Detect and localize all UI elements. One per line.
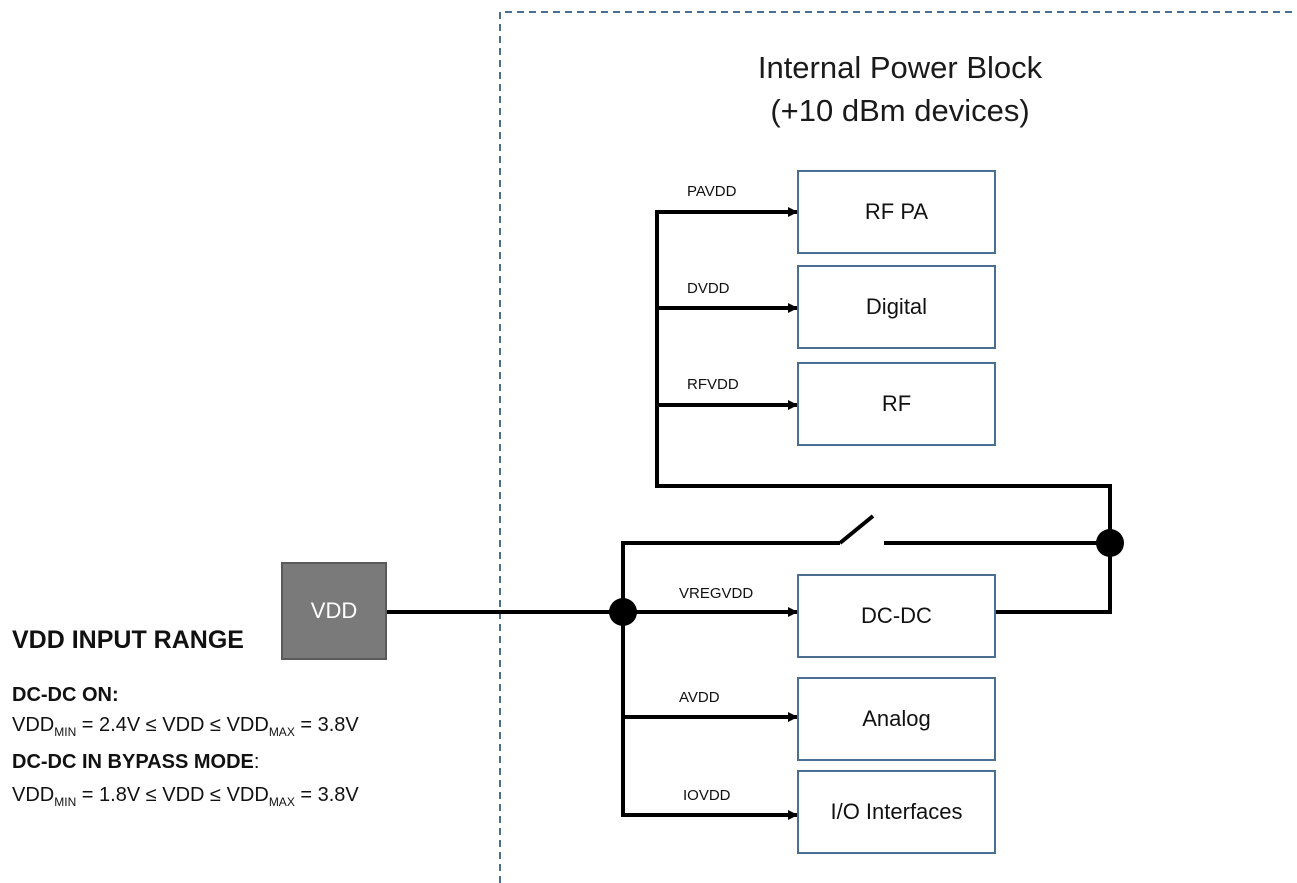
diagram-title-line2: (+10 dBm devices) [770,93,1030,128]
rail-label-pavdd: PAVDD [687,183,737,200]
rail-label-iovdd: IOVDD [683,787,731,804]
input-range-title: VDD INPUT RANGE [12,626,244,654]
vdd-source-label: VDD [310,598,358,623]
dcdc-on-label: DC-DC ON: [12,684,119,706]
rail-label-avdd: AVDD [679,689,720,706]
block-analog: Analog [797,677,996,761]
rail-label-dvdd: DVDD [687,280,730,297]
bypass-switch [838,514,875,545]
vdd-source-box: VDD [281,562,387,660]
bypass-range: VDDMIN = 1.8V ≤ VDD ≤ VDDMAX = 3.8V [12,784,359,809]
block-dc-dc: DC-DC [797,574,996,658]
block-rf: RF [797,362,996,446]
rail-label-vregvdd: VREGVDD [679,585,754,602]
power-block-boundary [499,11,1297,883]
block-digital: Digital [797,265,996,349]
block-io-interfaces: I/O Interfaces [797,770,996,854]
diagram-title-line1: Internal Power Block [757,50,1043,85]
dcdc-on-range: VDDMIN = 2.4V ≤ VDD ≤ VDDMAX = 3.8V [12,714,359,739]
bypass-label: DC-DC IN BYPASS MODE: [12,751,260,773]
block-rf-pa: RF PA [797,170,996,254]
rail-label-rfvdd: RFVDD [687,376,739,393]
output-junction [1096,529,1124,557]
